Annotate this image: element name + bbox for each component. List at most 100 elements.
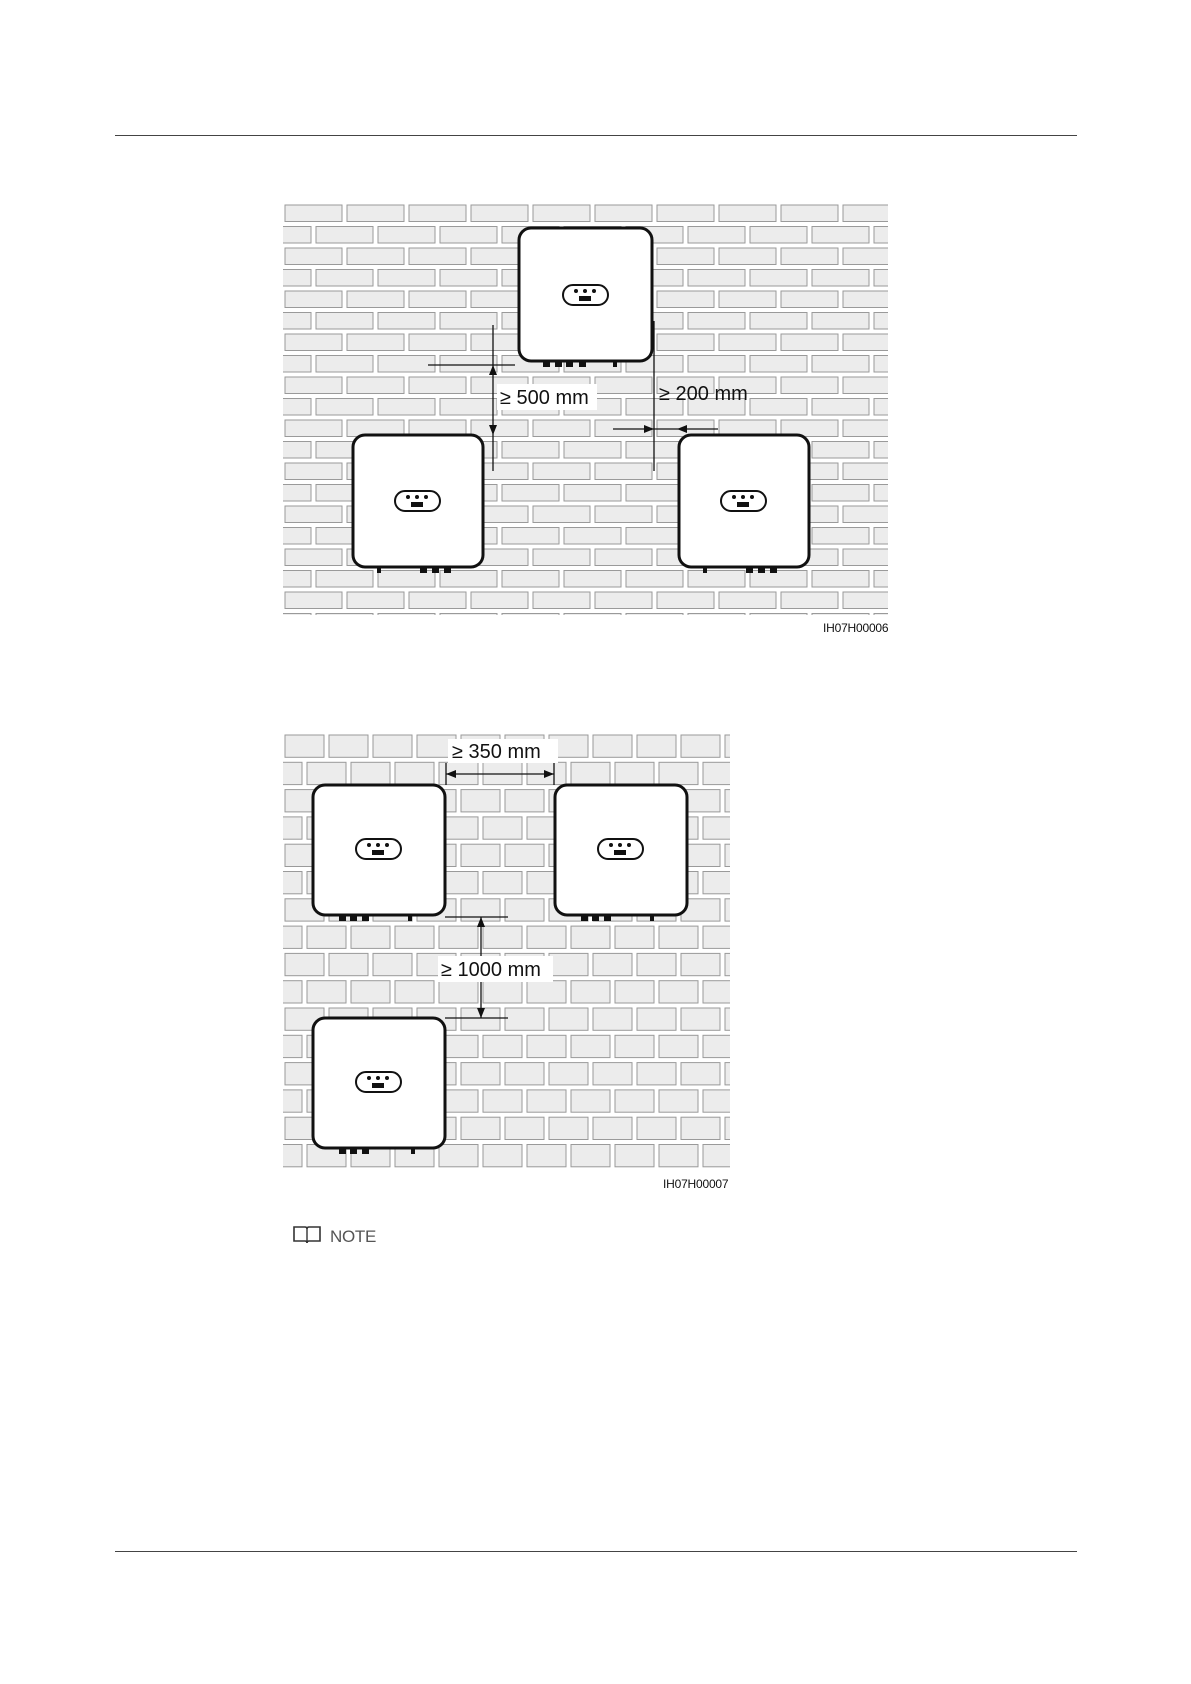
brick xyxy=(781,248,838,265)
brick xyxy=(285,291,342,308)
brick xyxy=(409,248,466,265)
brick xyxy=(874,485,888,502)
dimension-label-1000: ≥ 1000 mm xyxy=(441,959,541,981)
dimension-label-200: ≥ 200 mm xyxy=(659,383,748,405)
brick xyxy=(283,571,311,588)
brick xyxy=(439,981,478,1003)
brick xyxy=(750,614,807,616)
brick xyxy=(657,291,714,308)
footer-rule xyxy=(115,1551,1077,1552)
inverter-unit-bottom xyxy=(313,1018,445,1154)
brick xyxy=(637,1063,676,1085)
brick xyxy=(549,1117,588,1139)
brick xyxy=(703,1035,730,1057)
brick xyxy=(843,205,888,222)
brick xyxy=(440,399,497,416)
brick xyxy=(283,399,311,416)
brick xyxy=(283,817,302,839)
brick xyxy=(471,420,528,437)
brick xyxy=(843,592,888,609)
header-rule xyxy=(115,135,1077,136)
brick xyxy=(719,334,776,351)
brick xyxy=(750,313,807,330)
brick xyxy=(483,926,522,948)
brick xyxy=(615,926,654,948)
brick xyxy=(564,614,621,616)
brick xyxy=(283,313,311,330)
brick xyxy=(283,485,311,502)
brick xyxy=(843,377,888,394)
brick xyxy=(505,1117,544,1139)
brick xyxy=(373,953,412,975)
brick xyxy=(812,313,869,330)
brick xyxy=(781,291,838,308)
brick xyxy=(505,1008,544,1030)
brick xyxy=(285,506,342,523)
brick xyxy=(527,1035,566,1057)
brick xyxy=(725,899,730,921)
brick xyxy=(593,735,632,757)
inverter-unit-top-left xyxy=(313,785,445,921)
brick xyxy=(378,313,435,330)
brick xyxy=(593,1117,632,1139)
brick xyxy=(283,1145,302,1167)
brick xyxy=(483,1145,522,1167)
brick xyxy=(703,817,730,839)
inverter-unit-right xyxy=(679,435,809,573)
brick xyxy=(688,227,745,244)
brick xyxy=(657,248,714,265)
brick xyxy=(283,528,311,545)
brick xyxy=(285,377,342,394)
book-icon xyxy=(292,1224,322,1249)
brick xyxy=(781,205,838,222)
brick xyxy=(593,1063,632,1085)
brick xyxy=(688,270,745,287)
dimension-label-500: ≥ 500 mm xyxy=(500,387,589,409)
brick xyxy=(703,1145,730,1167)
brick xyxy=(688,571,745,588)
brick xyxy=(681,1008,720,1030)
brick xyxy=(593,953,632,975)
brick xyxy=(874,442,888,459)
brick xyxy=(637,1117,676,1139)
brick xyxy=(285,334,342,351)
brick xyxy=(725,1008,730,1030)
brick xyxy=(316,270,373,287)
brick xyxy=(659,926,698,948)
brick xyxy=(409,334,466,351)
brick xyxy=(307,762,346,784)
brick xyxy=(659,1145,698,1167)
brick xyxy=(461,1063,500,1085)
brick xyxy=(626,485,683,502)
note-heading: NOTE xyxy=(292,1224,376,1249)
brick xyxy=(637,953,676,975)
brick xyxy=(703,762,730,784)
brick xyxy=(874,614,888,616)
brick xyxy=(659,1035,698,1057)
brick xyxy=(571,762,610,784)
brick xyxy=(725,953,730,975)
brick xyxy=(659,762,698,784)
brick xyxy=(593,1008,632,1030)
brick xyxy=(571,1090,610,1112)
brick xyxy=(595,549,652,566)
brick xyxy=(505,844,544,866)
brick xyxy=(874,528,888,545)
brick xyxy=(283,1035,302,1057)
brick xyxy=(307,926,346,948)
brick xyxy=(285,248,342,265)
brick xyxy=(564,528,621,545)
brick xyxy=(703,981,730,1003)
brick xyxy=(626,614,683,616)
figure-2-diagram: ≥ 350 mm ≥ 1000 mm xyxy=(283,733,730,1170)
brick xyxy=(440,227,497,244)
brick xyxy=(681,735,720,757)
brick xyxy=(719,205,776,222)
brick xyxy=(564,571,621,588)
brick xyxy=(595,205,652,222)
brick xyxy=(812,571,869,588)
brick xyxy=(351,926,390,948)
brick xyxy=(505,899,544,921)
brick xyxy=(750,356,807,373)
brick xyxy=(351,981,390,1003)
